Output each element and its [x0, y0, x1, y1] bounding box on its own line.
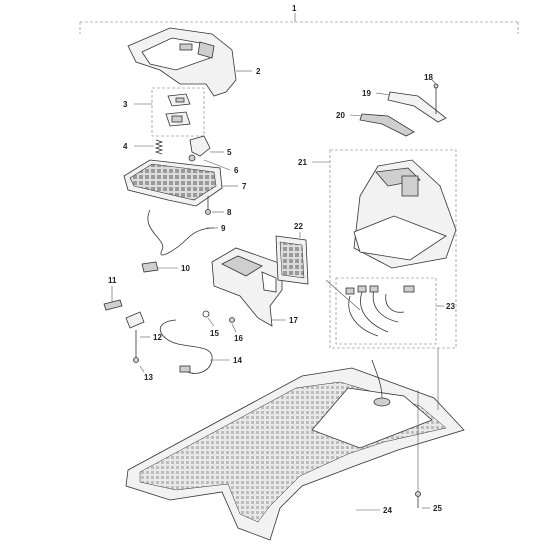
callout-22: 22 — [294, 222, 303, 231]
part-top-cover[interactable] — [127, 27, 252, 97]
callout-17: 17 — [289, 316, 298, 325]
callout-19: 19 — [362, 89, 371, 98]
part-switch-group[interactable] — [134, 87, 205, 137]
callout-21: 21 — [298, 158, 307, 167]
part-wiring-harness[interactable] — [335, 277, 444, 345]
callout-3: 3 — [123, 100, 128, 109]
part-fastener-15[interactable] — [202, 310, 215, 327]
callout-18: 18 — [424, 73, 433, 82]
part-bracket-housing[interactable] — [211, 247, 286, 327]
callout-10: 10 — [181, 264, 190, 273]
part-rail-20[interactable] — [349, 113, 415, 137]
callout-24: 24 — [383, 506, 392, 515]
callout-15: 15 — [210, 329, 219, 338]
callout-13: 13 — [144, 373, 153, 382]
part-latch[interactable] — [188, 135, 231, 171]
part-base-body[interactable] — [125, 359, 465, 541]
callout-16: 16 — [234, 334, 243, 343]
part-rear-housing[interactable] — [312, 149, 457, 349]
part-screw-25[interactable] — [415, 491, 431, 509]
part-spring[interactable] — [134, 139, 164, 155]
callout-14: 14 — [233, 356, 242, 365]
callout-7: 7 — [242, 182, 247, 191]
callout-8: 8 — [227, 208, 232, 217]
callout-12: 12 — [153, 333, 162, 342]
part-fastener-16[interactable] — [229, 317, 237, 333]
part-clip-12[interactable] — [125, 311, 150, 373]
part-cable-14[interactable] — [159, 319, 230, 374]
part-rail-19[interactable] — [375, 91, 447, 123]
part-screw-8[interactable] — [205, 196, 225, 215]
callout-4: 4 — [123, 142, 128, 151]
callout-25: 25 — [433, 504, 442, 513]
callout-20: 20 — [336, 111, 345, 120]
callout-11: 11 — [108, 276, 117, 285]
part-bolt-11[interactable] — [103, 286, 123, 311]
callout-1: 1 — [292, 4, 297, 13]
callout-6: 6 — [234, 166, 239, 175]
callout-23: 23 — [446, 302, 455, 311]
part-pin-18[interactable] — [431, 79, 439, 114]
part-chassis-frame[interactable] — [123, 159, 238, 207]
callout-2: 2 — [256, 67, 261, 76]
part-bracket-10[interactable] — [141, 261, 178, 273]
assembly-bracket — [79, 13, 519, 34]
part-circuit-board[interactable] — [275, 232, 309, 285]
part-cable-9[interactable] — [147, 209, 218, 256]
callout-9: 9 — [221, 224, 226, 233]
callout-5: 5 — [227, 148, 232, 157]
